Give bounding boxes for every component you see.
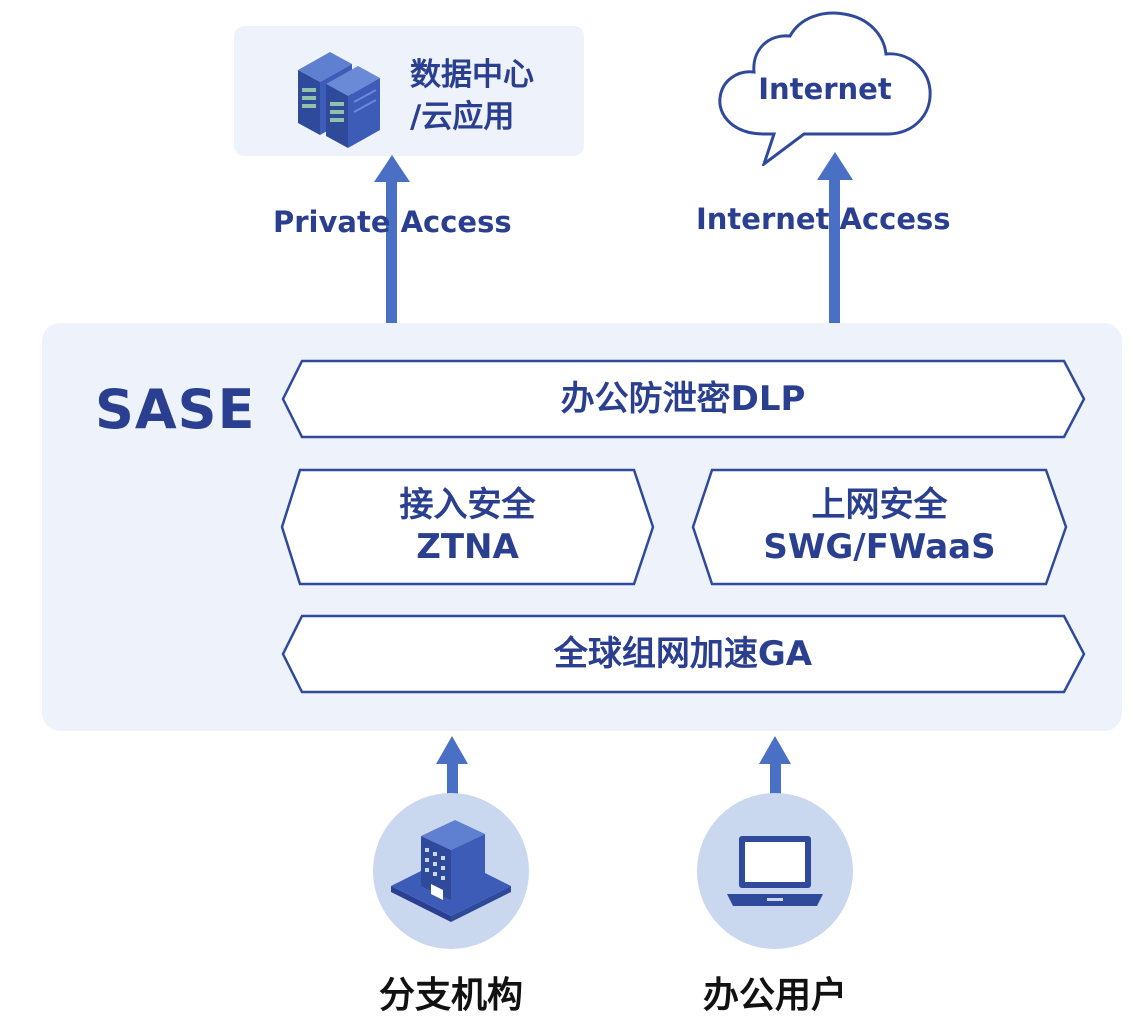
office-user-label: 办公用户 (702, 975, 847, 1016)
datacenter-box (234, 26, 584, 156)
internet-access-arrow-head (817, 152, 853, 180)
datacenter-label: 数据中心 /云应用 (410, 54, 580, 138)
cloud-icon (718, 11, 932, 166)
sase-title: SASE (95, 378, 256, 441)
server-icon (298, 52, 380, 148)
swg-label-line2: SWG/FWaaS (763, 527, 996, 567)
dlp-label: 办公防泄密DLP (560, 379, 806, 419)
swg-label-line1: 上网安全 (811, 485, 948, 525)
ztna-label-line2: ZTNA (416, 527, 519, 567)
branch-arrow-head (436, 736, 468, 764)
swg-label: 上网安全 SWG/FWaaS (693, 484, 1066, 568)
ztna-hexagon (280, 468, 655, 586)
internet-label: Internet (758, 72, 892, 106)
private-access-arrow-shaft (386, 180, 397, 326)
branch-arrow-shaft (447, 760, 458, 796)
internet-access-label: Internet Access (696, 202, 951, 236)
dlp-hexagon (281, 359, 1086, 439)
ztna-label-line1: 接入安全 (399, 485, 536, 525)
ga-hexagon (281, 614, 1086, 694)
branch-label: 分支机构 (378, 975, 523, 1016)
datacenter-label-line1: 数据中心 (410, 57, 534, 93)
private-access-arrow-head (374, 155, 410, 182)
swg-hexagon (691, 468, 1068, 586)
private-access-label: Private Access (273, 205, 512, 239)
datacenter-label-line2: /云应用 (410, 99, 515, 135)
office-user-arrow-head (759, 736, 791, 764)
internet-access-arrow-shaft (829, 178, 840, 326)
ztna-label: 接入安全 ZTNA (282, 484, 653, 568)
office-user-arrow-shaft (770, 760, 781, 796)
laptop-icon (727, 836, 823, 906)
building-icon (391, 820, 511, 922)
ga-label: 全球组网加速GA (553, 634, 813, 674)
